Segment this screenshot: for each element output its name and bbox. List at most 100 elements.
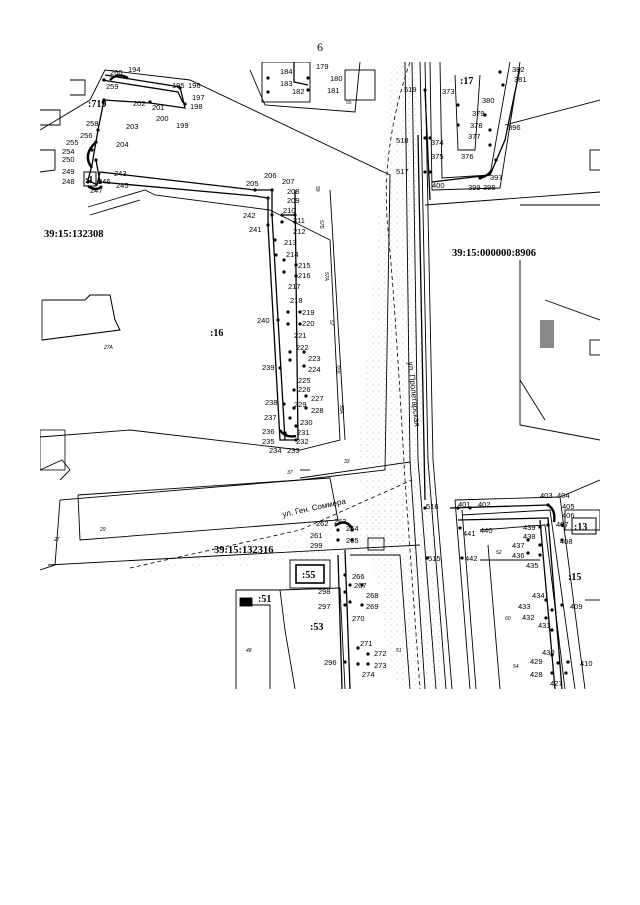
point-label: 182	[292, 87, 305, 96]
point-label: 428	[530, 670, 543, 679]
point-label: 224	[308, 365, 321, 374]
point-label: 204	[116, 140, 129, 149]
point-label: 442	[465, 554, 478, 563]
point-label: 441	[463, 529, 476, 538]
cadastral-block-316-label: 39:15:132316	[214, 545, 274, 556]
point-label: 296	[324, 658, 337, 667]
survey-points	[86, 70, 570, 675]
block-17	[424, 62, 600, 206]
point-label: 194	[128, 65, 141, 74]
point-label: 374	[431, 138, 444, 147]
block-15	[454, 479, 600, 689]
labels-group-1: 194 195 196 197 198 199 200 201 202 203 …	[62, 65, 205, 195]
point-label: 396	[508, 123, 521, 132]
point-label: 407	[556, 520, 569, 529]
point-label: 212	[293, 227, 306, 236]
point-label: 432	[522, 613, 535, 622]
house-number: 57	[328, 320, 334, 326]
labels-group-2: 205 206 207 208 209 210 211 212 213 214 …	[243, 171, 324, 455]
point-label: 373	[442, 87, 455, 96]
point-label: 238	[265, 398, 278, 407]
point-label: 380	[482, 96, 495, 105]
point-label: 205	[246, 179, 259, 188]
labels-group-5: 401 402 403 404 405 406 407 408 409 410 …	[426, 491, 593, 688]
point-label: 216	[298, 271, 311, 280]
point-label: 246	[98, 177, 111, 186]
house-number: 55А	[338, 405, 344, 415]
point-label: 272	[374, 649, 387, 658]
survey-curves	[86, 74, 556, 529]
point-label: 409	[570, 602, 583, 611]
point-label: 433	[518, 602, 531, 611]
house-number: 29	[99, 527, 106, 533]
point-label: 236	[262, 427, 275, 436]
point-label: 179	[316, 62, 329, 71]
point-label: 209	[287, 196, 300, 205]
parcel-13-box	[571, 517, 597, 535]
house-number: 55Б	[334, 365, 340, 375]
point-label: 437	[512, 541, 525, 550]
point-label: 376	[461, 152, 474, 161]
point-label: 265	[346, 536, 359, 545]
point-label: 516	[426, 502, 439, 511]
point-label: 254	[62, 147, 75, 156]
point-label: 207	[282, 177, 295, 186]
point-label: 200	[156, 114, 169, 123]
point-label: 408	[560, 537, 573, 546]
dashed-boundary	[385, 62, 421, 689]
point-label: 181	[327, 86, 340, 95]
point-label: 517	[396, 167, 409, 176]
point-label: 255	[66, 138, 79, 147]
point-label: 404	[557, 491, 570, 500]
point-label: 210	[283, 206, 296, 215]
point-label: 377	[468, 132, 481, 141]
point-label: 248	[62, 177, 75, 186]
point-label: 247	[90, 186, 103, 195]
house-number: 27	[53, 537, 60, 543]
point-label: 211	[293, 216, 305, 225]
parcel-1-box	[83, 171, 97, 187]
house-number: 60	[505, 616, 511, 622]
point-label: 398	[483, 183, 496, 192]
point-label: 519	[404, 85, 417, 94]
point-label: 381	[514, 75, 527, 84]
point-label: 197	[192, 93, 205, 102]
parcel-53-label: :53	[310, 622, 323, 633]
point-label: 379	[472, 109, 485, 118]
point-label: 218	[290, 296, 303, 305]
house-number: 59	[314, 186, 320, 192]
cadastral-block-8906-label: 39:15:000000:8906	[452, 248, 536, 259]
point-label: 406	[562, 511, 575, 520]
house-number: 51	[396, 648, 402, 654]
point-label: 215	[298, 261, 311, 270]
point-label: 242	[243, 211, 256, 220]
point-label: 240	[257, 316, 270, 325]
point-label: 436	[512, 551, 525, 560]
point-label: 297	[318, 602, 331, 611]
point-label: 203	[126, 122, 139, 131]
point-label: 268	[366, 591, 379, 600]
point-label: 440	[480, 526, 493, 535]
block-179	[249, 62, 376, 113]
point-label: 208	[287, 187, 300, 196]
point-label: 262	[316, 519, 329, 528]
house-number: 33	[344, 459, 350, 465]
street-proletarskaya-lines	[404, 62, 477, 689]
labels-group-3: 179 180 181 182 183 184	[280, 62, 343, 96]
point-label: 267	[354, 581, 367, 590]
point-label: 378	[470, 121, 483, 130]
point-label: 410	[580, 659, 593, 668]
parcel-719-label: :719	[88, 99, 106, 110]
gray-building	[540, 320, 554, 348]
point-label: 245	[116, 181, 129, 190]
street-sommera-lines	[47, 461, 421, 566]
point-label: 223	[308, 354, 321, 363]
point-label: 228	[311, 406, 324, 415]
point-label: 439	[523, 523, 536, 532]
point-label: 233	[287, 446, 300, 455]
map-area: 194 195 196 197 198 199 200 201 202 203 …	[40, 62, 600, 689]
point-label: 271	[360, 639, 373, 648]
point-label: 430	[542, 648, 555, 657]
point-label: 264	[346, 524, 359, 533]
point-label: 375	[431, 152, 444, 161]
